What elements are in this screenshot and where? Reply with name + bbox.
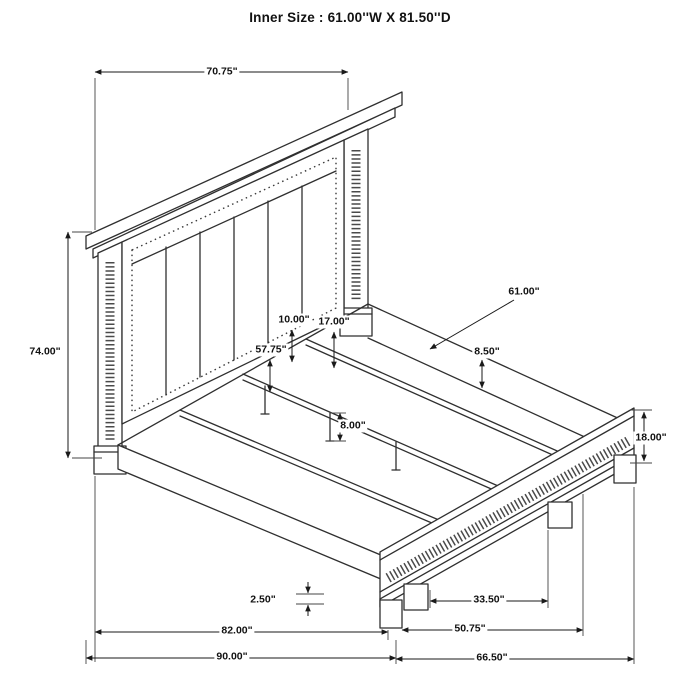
dim-headboard-width: 70.75" <box>204 65 240 79</box>
footboard-foot-near <box>379 599 403 629</box>
dim-panel-17: 17.00" <box>316 315 352 329</box>
nailhead-border <box>131 155 337 414</box>
dim-foot-span-33-5: 33.50" <box>471 593 507 607</box>
dim-inner-width: 61.00" <box>506 285 542 299</box>
dim-frame-length-82: 82.00" <box>219 624 255 638</box>
dim-overall-length-90: 90.00" <box>214 650 250 664</box>
footboard-foot-bracket-right <box>547 501 573 529</box>
headboard <box>85 91 403 475</box>
footboard <box>379 407 637 629</box>
diagram-title: Inner Size : 61.00''W X 81.50''D <box>249 10 451 25</box>
footboard-foot-bracket-left <box>403 583 429 611</box>
footboard-trim <box>385 435 633 583</box>
dim-panel-10: 10.00" <box>276 313 312 327</box>
footboard-foot-far <box>613 454 637 484</box>
dim-footboard-span-50-75: 50.75" <box>452 622 488 636</box>
dim-footboard-width-66-5: 66.50" <box>474 651 510 665</box>
dimension-lines <box>65 69 652 664</box>
center-support-legs <box>260 385 401 471</box>
dim-footboard-height: 18.00" <box>633 431 669 445</box>
dim-base-2-5: 2.50" <box>248 593 278 607</box>
dim-inner-57-75: 57.75" <box>253 343 289 357</box>
dim-center-leg-8: 8.00" <box>338 419 368 433</box>
side-rail <box>117 444 389 583</box>
dim-overall-height: 74.00" <box>27 345 63 359</box>
dim-rail-8-5: 8.50" <box>472 345 502 359</box>
